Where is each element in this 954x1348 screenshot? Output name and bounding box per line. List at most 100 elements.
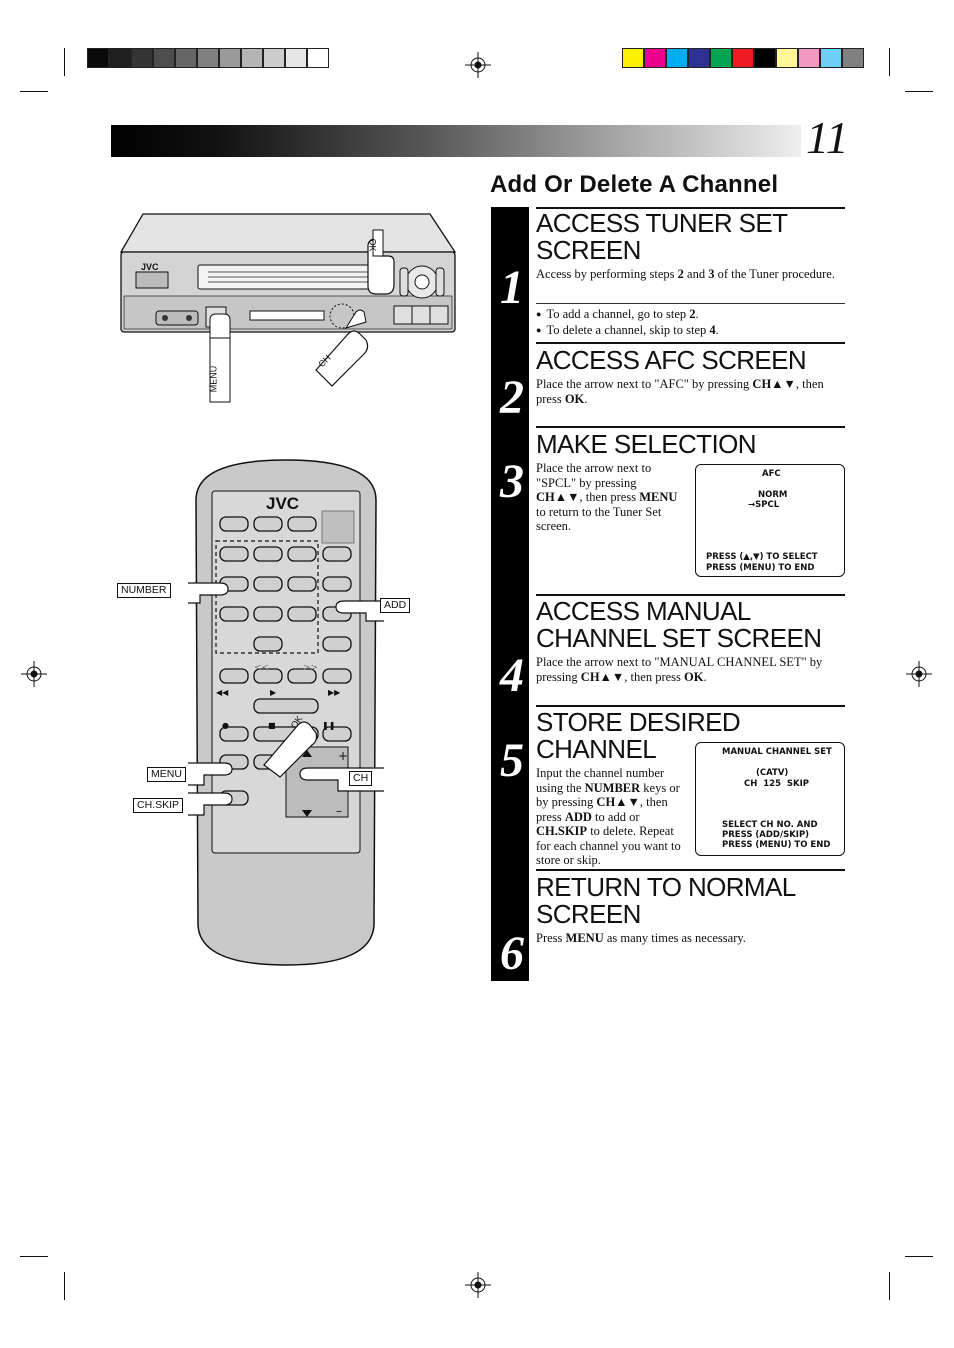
step-divider <box>536 426 845 428</box>
screen-instruction: PRESS (ADD/SKIP) <box>722 830 810 840</box>
color-swatch <box>131 48 153 68</box>
crop-mark <box>20 1256 48 1257</box>
svg-text:◀◀: ◀◀ <box>216 688 229 697</box>
number-keys-callout: NUMBER <box>117 583 171 598</box>
bullet-item: To delete a channel, skip to step 4. <box>536 323 718 339</box>
remote-key <box>287 546 317 562</box>
step-number: 5 <box>500 734 524 787</box>
color-swatch <box>754 48 776 68</box>
screen-instruction: PRESS (MENU) TO END <box>706 563 815 573</box>
svg-text:>>: >> <box>303 663 318 673</box>
svg-text:–: – <box>336 804 342 818</box>
remote-key <box>253 546 283 562</box>
step-divider <box>536 342 845 344</box>
step-text: Input the channel number using the NUMBE… <box>536 766 681 867</box>
registration-mark-icon <box>21 661 47 687</box>
crop-mark <box>905 91 933 92</box>
vcr-brand-logo: JVC <box>141 262 159 272</box>
screen-option: NORM <box>758 490 788 500</box>
step-text: Press MENU as many times as necessary. <box>536 931 746 945</box>
svg-text:<<: << <box>254 663 269 673</box>
header-gradient-bar <box>111 125 801 157</box>
color-swatch <box>175 48 197 68</box>
color-swatch <box>263 48 285 68</box>
crop-mark <box>905 1256 933 1257</box>
crop-mark <box>20 91 48 92</box>
remote-key <box>219 546 249 562</box>
color-swatch <box>644 48 666 68</box>
color-swatch <box>798 48 820 68</box>
screen-instruction: PRESS (▲,▼) TO SELECT <box>706 552 818 562</box>
color-swatch <box>285 48 307 68</box>
color-swatch <box>732 48 754 68</box>
step-title: ACCESS TUNER SET SCREEN <box>536 208 788 265</box>
color-swatch <box>842 48 864 68</box>
svg-text:■: ■ <box>268 721 276 730</box>
registration-mark-icon <box>465 52 491 78</box>
step-number: 2 <box>500 371 524 424</box>
step-text: Place the arrow next to "MANUAL CHANNEL … <box>536 655 823 684</box>
bullet-item: To add a channel, go to step 2. <box>536 307 719 323</box>
screen-title: MANUAL CHANNEL SET <box>722 747 832 757</box>
step-title: STORE DESIRED CHANNEL <box>536 707 741 764</box>
screen-title: AFC <box>762 469 781 479</box>
step-divider <box>536 869 845 871</box>
step-text: Place the arrow next to "SPCL" by pressi… <box>536 461 678 533</box>
registration-mark-icon <box>465 1272 491 1298</box>
step-4: ACCESS MANUAL CHANNEL SET SCREEN Place t… <box>536 598 845 684</box>
remote-key <box>219 606 249 622</box>
color-swatch <box>622 48 644 68</box>
remote-key <box>287 606 317 622</box>
svg-text:❚❚: ❚❚ <box>322 721 335 730</box>
step-divider <box>536 705 845 707</box>
remote-key <box>322 576 352 592</box>
remote-key <box>322 726 352 742</box>
step-title: ACCESS AFC SCREEN <box>536 345 807 375</box>
remote-key <box>253 636 283 652</box>
svg-text:▶▶: ▶▶ <box>328 688 341 697</box>
color-swatch <box>307 48 329 68</box>
step-6: RETURN TO NORMAL SCREEN Press MENU as ma… <box>536 874 845 946</box>
add-button-callout: ADD <box>380 598 411 613</box>
crop-mark <box>64 1272 65 1300</box>
afc-screen-display: AFC NORM →SPCL PRESS (▲,▼) TO SELECT PRE… <box>695 464 845 577</box>
remote-key <box>322 668 352 684</box>
remote-key <box>253 668 283 684</box>
color-swatch <box>666 48 688 68</box>
section-title: Add Or Delete A Channel <box>490 171 779 198</box>
remote-key <box>253 606 283 622</box>
remote-key <box>322 546 352 562</box>
svg-text:▶: ▶ <box>270 688 277 697</box>
color-swatch <box>688 48 710 68</box>
step-5: STORE DESIRED CHANNEL Input the channel … <box>536 709 845 868</box>
step-text: Place the arrow next to "AFC" by pressin… <box>536 377 824 406</box>
remote-key <box>219 726 249 742</box>
step-divider <box>536 594 845 596</box>
remote-key <box>253 576 283 592</box>
step-1: ACCESS TUNER SET SCREEN Access by perfor… <box>536 210 845 282</box>
screen-option-selected: →SPCL <box>748 500 780 510</box>
color-swatch <box>153 48 175 68</box>
color-swatch <box>87 48 109 68</box>
step-number-bar <box>491 207 529 981</box>
remote-key <box>253 516 283 532</box>
ch-button-callout: CH <box>349 771 373 786</box>
manual-channel-screen-display: MANUAL CHANNEL SET (CATV) CH 125 SKIP SE… <box>695 742 845 856</box>
remote-illustration: + – << >> ◀◀ ▶ ▶▶ ● ■ ❚❚ <box>188 459 384 966</box>
step-number: 1 <box>500 261 524 314</box>
remote-key <box>287 516 317 532</box>
remote-key <box>253 698 319 714</box>
step-number: 6 <box>500 927 524 980</box>
chskip-button-callout: CH.SKIP <box>133 798 184 813</box>
remote-brand-logo: JVC <box>266 494 300 513</box>
step-3: MAKE SELECTION Place the arrow next to "… <box>536 431 845 534</box>
step-divider <box>536 207 845 209</box>
remote-key <box>322 636 352 652</box>
remote-key <box>219 516 249 532</box>
vcr-ok-label: OK <box>367 238 378 252</box>
step-divider <box>536 303 845 304</box>
color-swatch <box>776 48 798 68</box>
step-bullets: To add a channel, go to step 2. To delet… <box>536 307 719 339</box>
crop-mark <box>64 48 65 76</box>
vcr-menu-label: MENU <box>208 365 219 393</box>
